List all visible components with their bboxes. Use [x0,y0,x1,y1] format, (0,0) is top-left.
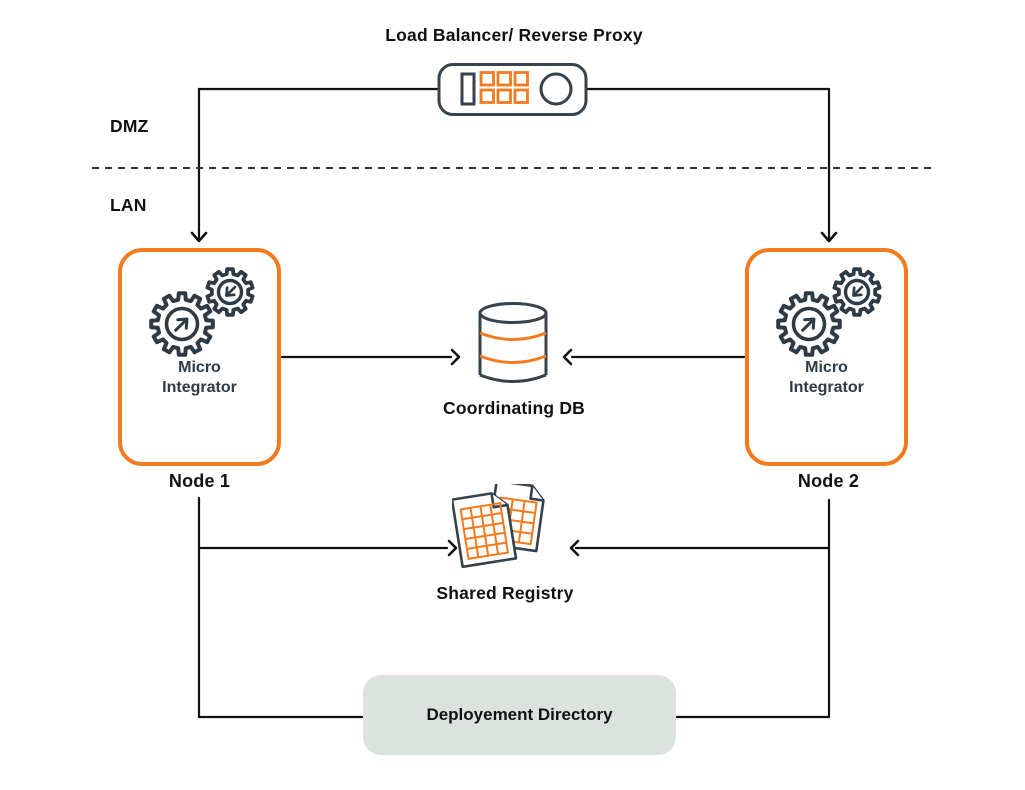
arrow-up-right-icon [801,317,816,332]
arrow-down-left-icon [225,285,237,297]
deployment-directory-box: Deployement Directory [363,675,676,755]
node-1-box: Micro Integrator [118,248,281,466]
arrowhead-down-node1 [190,231,208,243]
arrowhead-left-db [562,348,573,366]
gears-icon [776,267,882,357]
arrowhead-left-registry [569,539,580,557]
database-icon [478,302,548,383]
micro-integrator-label: Micro Integrator [789,359,864,396]
arrowhead-down-node2 [820,231,838,243]
arrowhead-right-registry [447,539,458,557]
arrow-up-right-icon [174,317,189,332]
node-2-box: Micro Integrator [745,248,908,466]
arrowhead-right-db [450,348,461,366]
load-balancer-label: Load Balancer/ Reverse Proxy [385,25,643,45]
micro-integrator-label: Micro Integrator [162,359,237,396]
node-2-caption: Node 2 [797,471,860,491]
gears-icon [149,267,255,357]
front-document-icon [452,492,518,569]
lan-zone-label: LAN [110,195,147,215]
node-1-caption: Node 1 [168,471,231,491]
shared-registry-icon [452,484,545,569]
coordinating-db-label: Coordinating DB [442,398,586,418]
arrow-down-left-icon [852,285,864,297]
load-balancer-icon [437,63,588,116]
dmz-zone-label: DMZ [110,116,149,136]
shared-registry-label: Shared Registry [436,583,574,603]
deployment-directory-label: Deployement Directory [426,705,613,724]
